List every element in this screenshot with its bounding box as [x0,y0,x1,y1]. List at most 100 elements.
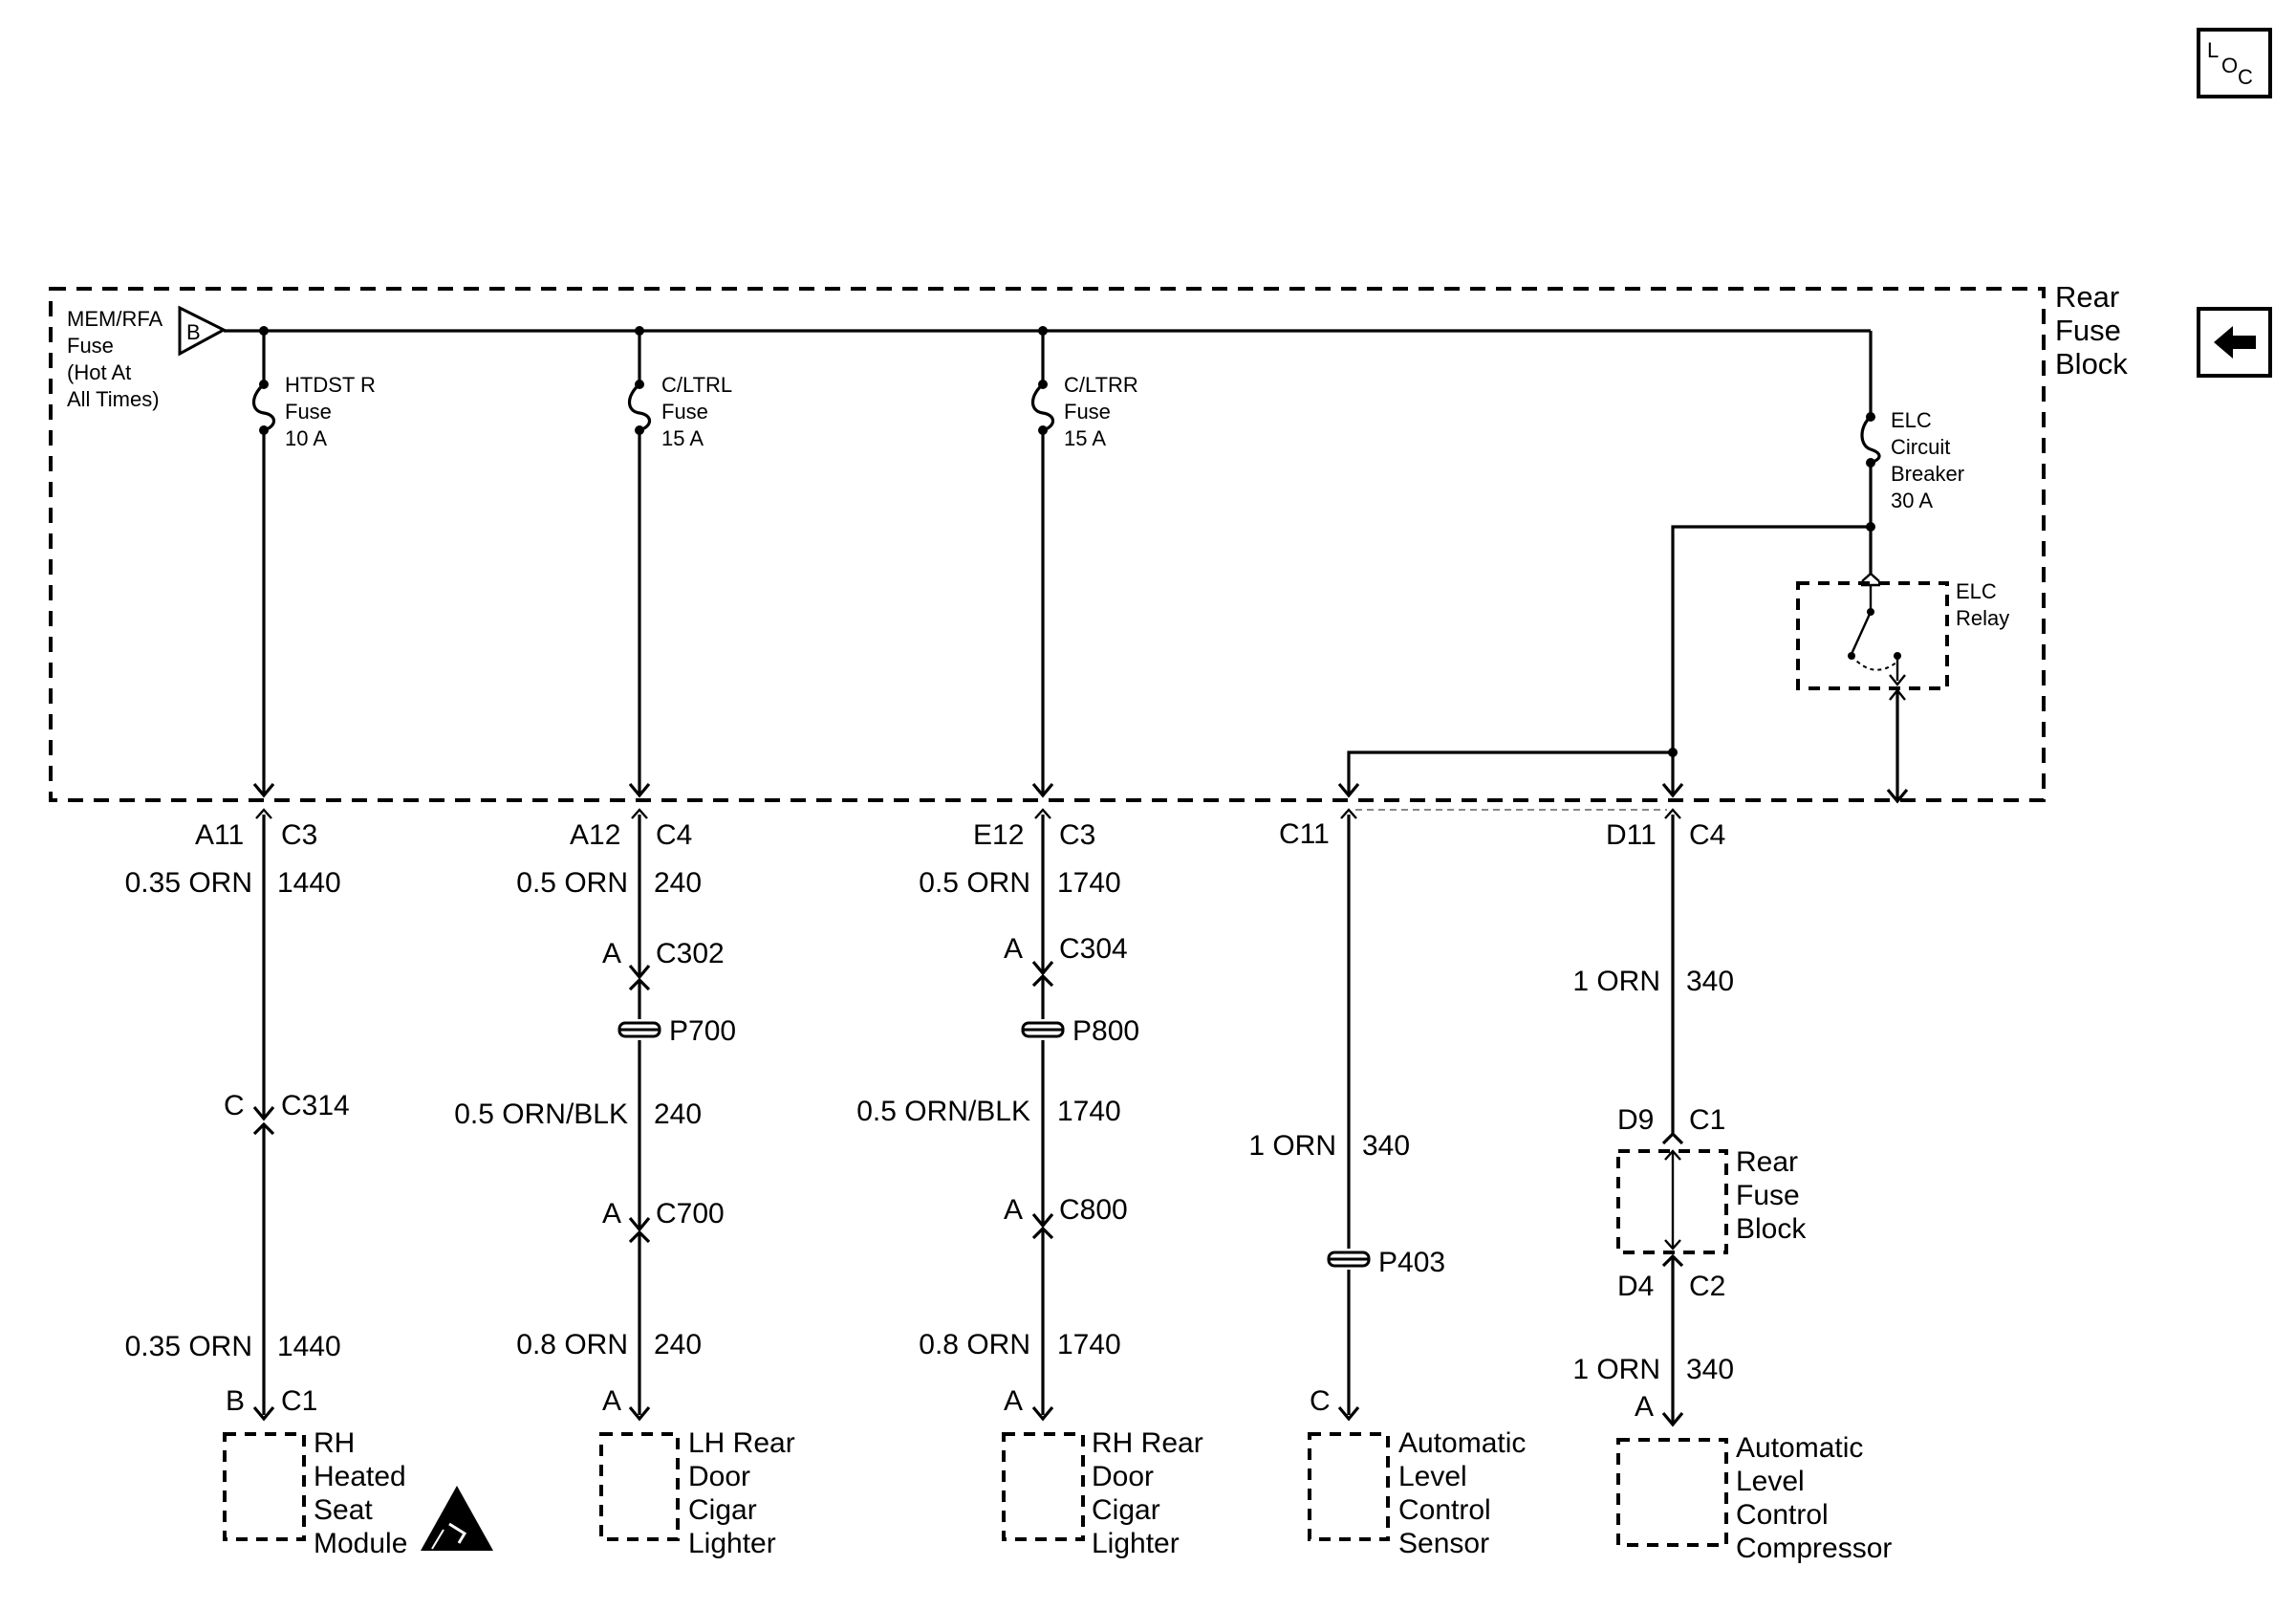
elc-circuit-breaker [1860,331,1881,574]
b5-wire2: 1 ORN [1572,1354,1660,1385]
breaker-line-4: 30 A [1891,489,1933,512]
b1-wire2: 0.35 ORN [125,1331,252,1362]
d11-arrow [1661,782,1684,798]
source-label-4: All Times) [67,387,160,411]
branch-2-wire [617,808,661,1422]
b3-comp-3: Cigar [1092,1494,1160,1526]
fuse-1-rating: 10 A [285,426,327,450]
b3-comp-2: Door [1092,1461,1154,1492]
b5-circuit: 340 [1686,966,1734,997]
b1-comp-1: RH [314,1427,355,1459]
b2-wire3: 0.8 ORN [516,1329,628,1360]
b2-comp-2: Door [688,1461,750,1492]
branch-1-wire [252,808,275,1422]
b4-comp-1: Automatic [1398,1427,1526,1459]
branch-4-wire [1327,808,1371,1422]
rear-fuse-block-outline [49,287,2046,802]
fuse-3-rating: 15 A [1064,426,1106,450]
rear-fuse-block-label-3: Block [2055,347,2128,381]
lh-rear-door-cigar-lighter-box [599,1432,680,1541]
rh-rear-door-cigar-lighter-box [1002,1432,1085,1541]
b1-pin: A11 [195,819,244,851]
breaker-line-1: ELC [1891,408,1932,432]
b1-comp-4: Module [314,1528,407,1559]
b4-pin: C11 [1279,818,1330,850]
relay-line-1: ELC [1956,579,1997,603]
b4-end-pin: C [1310,1385,1331,1417]
b2-circuit: 240 [654,867,702,899]
branch-3-wire [1021,808,1065,1422]
b1-end-conn: C1 [281,1385,317,1417]
branch-5-wire [1616,808,1728,1427]
b5-fb-out-pin: D4 [1617,1271,1654,1302]
back-button[interactable] [2197,307,2272,378]
source-connector-triangle [178,305,227,357]
b4-comp-4: Sensor [1398,1528,1489,1559]
b3-pin: E12 [973,819,1024,851]
b1-conn: C3 [281,819,317,851]
b5-end-pin: A [1635,1391,1654,1423]
splice-p800-icon [1021,1021,1065,1038]
b3-circuit3: 1740 [1057,1329,1121,1360]
splice-p403-icon [1327,1251,1371,1268]
b3-conn1-pin: A [1004,933,1023,965]
rear-fuse-block-label-2: Fuse [2055,314,2121,347]
b4-circuit: 340 [1362,1130,1410,1162]
b5-fb-in-conn: C1 [1689,1104,1725,1136]
b2-comp-4: Lighter [688,1528,776,1559]
elc-relay [1796,572,1949,804]
b5-comp-1: Automatic [1736,1432,1863,1464]
b1-circuit: 1440 [277,867,341,899]
b2-conn2-pin: A [602,1198,621,1229]
b5-comp-4: Compressor [1736,1533,1892,1564]
b1-end-pin: B [226,1385,245,1417]
loc-button[interactable]: L O C [2197,28,2272,98]
b4-splice: P403 [1378,1247,1445,1278]
fuse-c-ltrl [627,331,652,798]
relay-line-2: Relay [1956,606,2009,630]
b1-inline-pin: C [224,1090,245,1121]
alc-sensor-box [1308,1432,1390,1541]
c11-arrow [1337,782,1360,798]
b2-wire2: 0.5 ORN/BLK [454,1099,628,1130]
fuse-2-name: C/LTRL [661,373,732,397]
b3-conn2-pin: A [1004,1194,1023,1226]
b2-conn1-conn: C302 [656,938,725,969]
fuse-3-name: C/LTRR [1064,373,1138,397]
b3-comp-1: RH Rear [1092,1427,1203,1459]
b5-fb-label-1: Rear [1736,1146,1798,1178]
splice-p700-icon [617,1021,661,1038]
b1-comp-3: Seat [314,1494,373,1526]
b5-pin: D11 [1606,819,1657,851]
b1-circuit2: 1440 [277,1331,341,1362]
b5-comp-2: Level [1736,1466,1805,1497]
fuse-3-type: Fuse [1064,400,1111,424]
rear-fuse-block-inline-box [1616,1149,1728,1254]
b1-inline-conn: C314 [281,1090,350,1121]
source-connector-label: B [186,320,201,344]
b5-fb-out-conn: C2 [1689,1271,1725,1302]
arrow-left-icon [2214,326,2256,359]
b3-splice: P800 [1072,1015,1139,1047]
fuse-1-type: Fuse [285,400,332,424]
b5-fb-in-pin: D9 [1617,1104,1654,1136]
b3-conn1-conn: C304 [1059,933,1128,965]
b2-end-pin: A [602,1385,621,1417]
b1-comp-2: Heated [314,1461,406,1492]
fuse-htdst-r [251,331,276,798]
b5-wire: 1 ORN [1572,966,1660,997]
rear-fuse-block-label-1: Rear [2055,280,2119,314]
fuse-2-rating: 15 A [661,426,704,450]
b3-comp-4: Lighter [1092,1528,1180,1559]
fuse-2-type: Fuse [661,400,708,424]
b2-circuit2: 240 [654,1099,702,1130]
b3-conn2-conn: C800 [1059,1194,1128,1226]
b2-circuit3: 240 [654,1329,702,1360]
source-label-2: Fuse [67,334,114,358]
loc-icon-o: O [2221,54,2238,77]
b2-conn1-pin: A [602,938,621,969]
b2-splice: P700 [669,1015,736,1047]
b5-comp-3: Control [1736,1499,1829,1531]
b2-wire: 0.5 ORN [516,867,628,899]
